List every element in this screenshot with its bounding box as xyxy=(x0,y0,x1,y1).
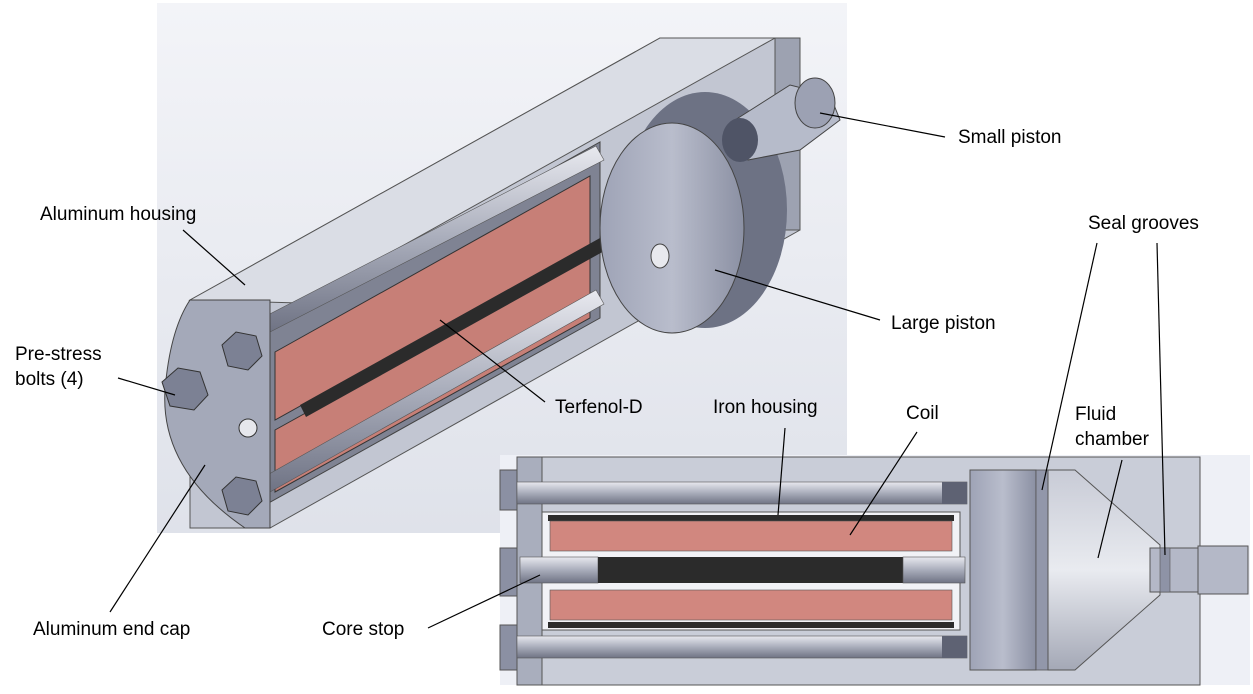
bolt-head-bottom xyxy=(221,476,263,516)
section-coil-upper xyxy=(549,520,953,552)
label-fluid-chamber-line2: chamber xyxy=(1075,429,1149,450)
section-fluid-chamber xyxy=(1047,469,1161,671)
leader-aluminum-end-cap xyxy=(109,464,206,613)
section-large-piston xyxy=(969,469,1037,671)
section-pre-stress-rod-top xyxy=(516,481,968,505)
section-small-piston-shaft xyxy=(1197,545,1249,595)
section-terfenol-rod xyxy=(598,557,903,583)
section-rod-thread-bottom xyxy=(942,636,967,658)
section-iron-strip-bottom xyxy=(548,622,954,628)
leader-small-piston xyxy=(819,112,946,138)
leader-coil xyxy=(849,431,918,536)
leader-terfenol-d xyxy=(439,319,546,403)
bolt-head-left xyxy=(161,367,209,411)
label-aluminum-housing: Aluminum housing xyxy=(40,204,197,225)
label-pre-stress-bolts-line2: bolts (4) xyxy=(15,369,84,390)
section-rod-thread-top xyxy=(942,482,967,504)
section-2d-view xyxy=(499,455,1250,686)
label-pre-stress-bolts-line1: Pre-stress xyxy=(15,344,102,365)
section-bolt-head-middle xyxy=(499,547,518,597)
large-piston-port xyxy=(650,243,670,269)
leader-lines xyxy=(109,112,1166,629)
leader-large-piston xyxy=(714,269,881,321)
core-stop-screw-head xyxy=(238,418,258,438)
leader-seal-grooves-small xyxy=(1156,242,1166,556)
section-pre-stress-rod-bottom xyxy=(516,635,968,659)
label-iron-housing: Iron housing xyxy=(713,397,818,418)
label-small-piston: Small piston xyxy=(958,127,1062,148)
leader-pre-stress-bolts xyxy=(117,377,176,396)
label-large-piston: Large piston xyxy=(891,313,996,334)
large-piston-face xyxy=(599,122,745,334)
label-seal-grooves: Seal grooves xyxy=(1088,213,1199,234)
small-piston-bore xyxy=(722,118,758,162)
label-fluid-chamber-line1: Fluid xyxy=(1075,404,1117,425)
section-coil-lower xyxy=(549,589,953,621)
leader-iron-housing xyxy=(777,427,786,516)
leader-fluid-chamber xyxy=(1097,459,1123,559)
section-bolt-head-top xyxy=(499,469,518,511)
small-piston-tip xyxy=(794,77,836,129)
section-bolt-head-bottom xyxy=(499,624,518,671)
section-seal-groove-large xyxy=(1035,469,1049,671)
leader-seal-grooves-large xyxy=(1041,242,1098,491)
leader-core-stop xyxy=(427,574,541,629)
label-core-stop: Core stop xyxy=(322,619,405,640)
label-coil: Coil xyxy=(906,403,939,424)
cutaway-3d-view xyxy=(157,3,847,533)
label-aluminum-end-cap: Aluminum end cap xyxy=(33,619,191,640)
label-terfenol-d: Terfenol-D xyxy=(555,397,643,418)
leader-aluminum-housing xyxy=(182,229,246,286)
section-iron-strip-top xyxy=(548,515,954,521)
bolt-head-top xyxy=(221,331,263,371)
section-small-piston xyxy=(1149,547,1199,593)
section-push-rod xyxy=(902,556,966,584)
terfenol-rod xyxy=(300,238,606,417)
